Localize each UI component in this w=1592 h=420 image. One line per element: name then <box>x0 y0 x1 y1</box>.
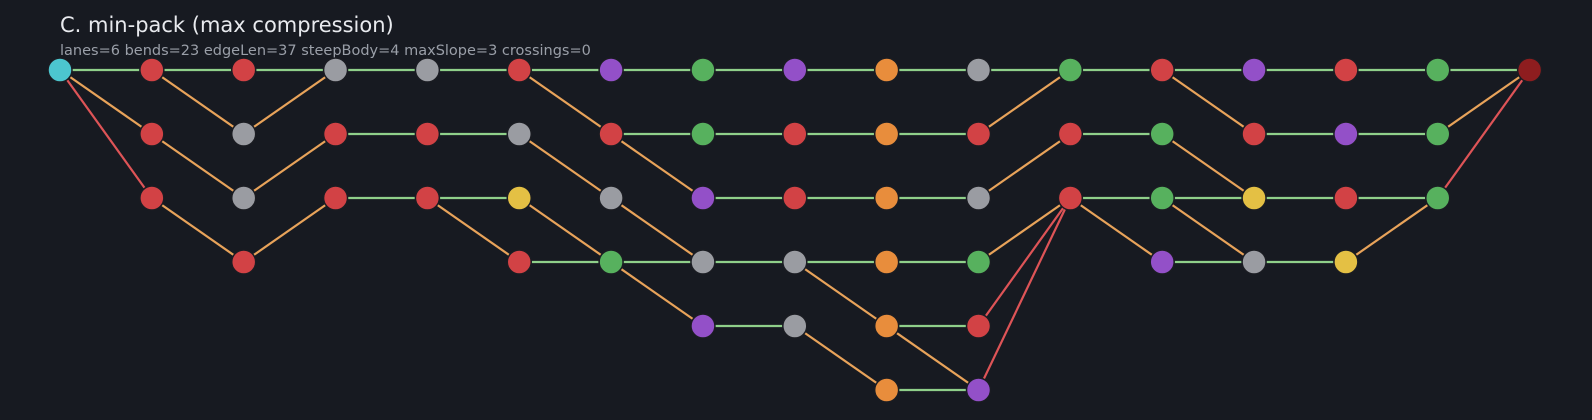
node-n18 <box>598 57 624 83</box>
node-n56 <box>1333 121 1359 147</box>
edge-n3-n7 <box>151 197 245 263</box>
node-n4 <box>230 57 257 83</box>
node-n46 <box>1057 185 1084 211</box>
node-n15 <box>506 121 532 147</box>
node-n10 <box>322 185 349 211</box>
node-n8 <box>322 57 349 83</box>
edge-n13-n17 <box>426 197 520 263</box>
edge-n61-n62 <box>1436 69 1531 199</box>
node-n0 <box>47 57 73 83</box>
node-n60 <box>1425 121 1451 147</box>
edge-n14-n19 <box>518 69 612 135</box>
node-n44 <box>1057 57 1084 83</box>
node-n61 <box>1425 185 1451 211</box>
node-n39 <box>965 121 992 147</box>
node-n47 <box>1149 57 1175 83</box>
node-n45 <box>1057 121 1084 147</box>
node-n37 <box>873 377 900 403</box>
edge-n43-n46 <box>977 197 1072 391</box>
edge-n5-n8 <box>243 69 337 135</box>
node-n14 <box>506 57 532 83</box>
edge-n0-n3 <box>59 69 153 199</box>
node-n32 <box>873 57 900 83</box>
edge-n16-n21 <box>518 197 612 263</box>
node-n30 <box>782 249 808 275</box>
node-n12 <box>414 121 441 147</box>
edge-layer <box>59 68 1531 392</box>
node-n35 <box>873 249 900 275</box>
node-n1 <box>139 57 165 83</box>
node-n52 <box>1241 121 1267 147</box>
node-n40 <box>965 185 992 211</box>
edge-n15-n20 <box>518 133 612 199</box>
node-n55 <box>1333 57 1359 83</box>
node-n25 <box>690 249 716 275</box>
edge-n31-n37 <box>794 325 888 391</box>
node-n5 <box>230 121 257 147</box>
node-n27 <box>782 57 808 83</box>
node-layer <box>47 57 1543 403</box>
node-n3 <box>139 185 165 211</box>
edge-n49-n54 <box>1161 197 1255 263</box>
edge-n41-n46 <box>977 197 1071 263</box>
edge-n19-n24 <box>610 133 704 199</box>
node-n26 <box>690 313 716 339</box>
edge-n60-n62 <box>1437 69 1531 135</box>
node-n11 <box>414 57 441 83</box>
node-n58 <box>1333 249 1359 275</box>
edge-n2-n6 <box>151 133 245 199</box>
node-n9 <box>322 121 349 147</box>
node-n7 <box>230 249 257 275</box>
node-n31 <box>782 313 808 339</box>
edge-n21-n26 <box>610 261 704 327</box>
node-n38 <box>965 57 992 83</box>
edge-n0-n2 <box>59 69 153 135</box>
node-n53 <box>1241 185 1267 211</box>
edge-n30-n36 <box>794 261 888 327</box>
node-n42 <box>965 313 992 339</box>
node-n57 <box>1333 185 1359 211</box>
node-n41 <box>965 249 992 275</box>
node-n54 <box>1241 249 1267 275</box>
node-n29 <box>782 185 808 211</box>
node-n23 <box>690 121 716 147</box>
node-n13 <box>414 185 441 211</box>
node-n6 <box>230 185 257 211</box>
edge-n39-n44 <box>977 69 1071 135</box>
node-n21 <box>598 249 624 275</box>
node-n50 <box>1149 249 1175 275</box>
node-n62 <box>1516 57 1543 83</box>
node-n2 <box>139 121 165 147</box>
edge-n6-n9 <box>243 133 337 199</box>
edge-n7-n10 <box>243 197 337 263</box>
node-n51 <box>1241 57 1267 83</box>
node-n28 <box>782 121 808 147</box>
edge-n36-n43 <box>886 325 980 391</box>
edge-n1-n5 <box>151 69 245 135</box>
edge-n46-n50 <box>1069 197 1163 263</box>
edge-n40-n45 <box>977 133 1071 199</box>
edge-n20-n25 <box>610 197 704 263</box>
node-n48 <box>1149 121 1175 147</box>
node-n33 <box>873 121 900 147</box>
node-n24 <box>690 185 716 211</box>
diagram-title: C. min-pack (max compression) <box>60 13 394 37</box>
node-n17 <box>506 249 532 275</box>
node-n16 <box>506 185 532 211</box>
edge-n58-n61 <box>1345 197 1439 263</box>
node-n49 <box>1149 185 1175 211</box>
node-n34 <box>873 185 900 211</box>
node-n19 <box>598 121 624 147</box>
layout-stats: lanes=6 bends=23 edgeLen=37 steepBody=4 … <box>60 43 591 59</box>
node-n22 <box>690 57 716 83</box>
node-n20 <box>598 185 624 211</box>
node-n59 <box>1425 57 1451 83</box>
node-n43 <box>965 377 992 403</box>
edge-n47-n52 <box>1161 69 1255 135</box>
node-n36 <box>873 313 900 339</box>
edge-n48-n53 <box>1161 133 1255 199</box>
edge-n42-n46 <box>977 197 1072 327</box>
